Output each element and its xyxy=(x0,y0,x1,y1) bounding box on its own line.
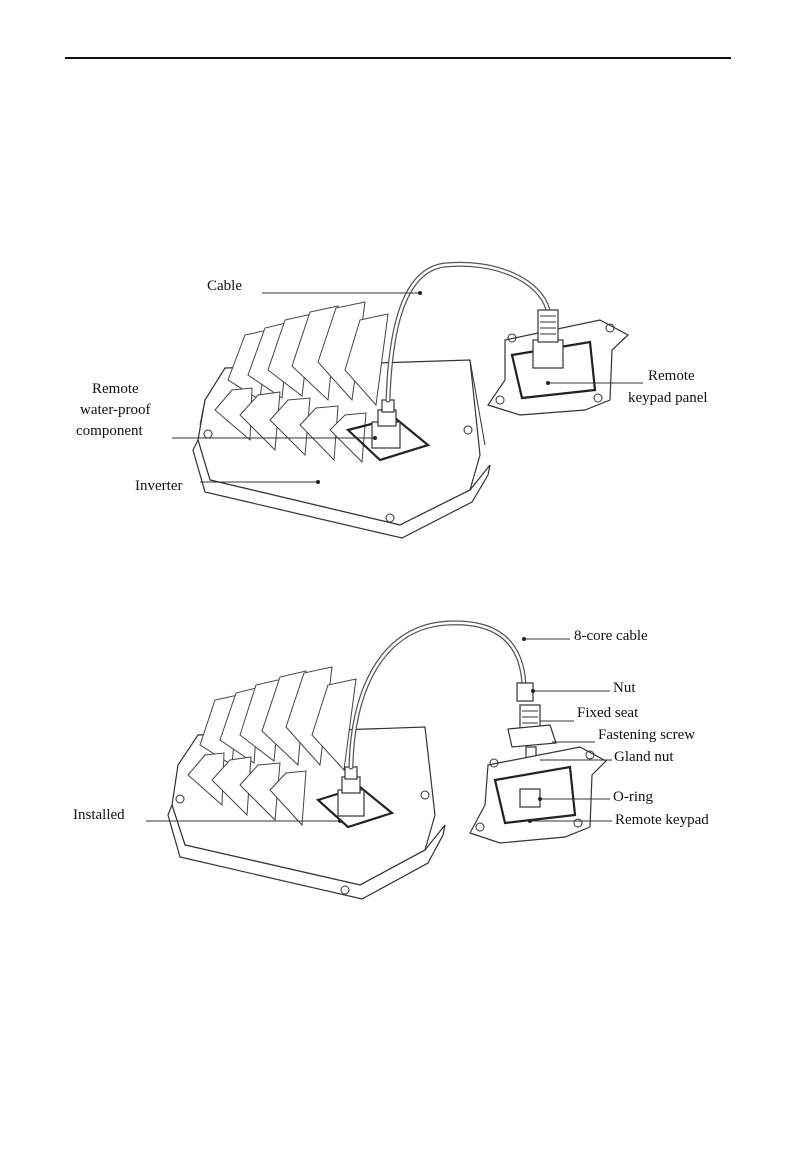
diagram-keypad-connection: Cable Remote water-proof component Inver… xyxy=(0,250,795,560)
label-keypad-line1: Remote xyxy=(648,368,695,384)
oring-part xyxy=(520,789,540,807)
inverter-illustration xyxy=(193,302,490,538)
diagram-1-canvas: Cable Remote water-proof component Inver… xyxy=(0,250,795,560)
diagram-keypad-exploded: 8-core cable Nut Fixed seat Fastening sc… xyxy=(0,605,795,930)
label-waterproof-line3: component xyxy=(76,423,143,439)
label-installed: Installed xyxy=(73,807,125,823)
gland-nut-part xyxy=(508,725,556,747)
remote-keypad-panel xyxy=(488,310,628,415)
label-8-core-cable: 8-core cable xyxy=(574,628,648,644)
label-waterproof-line2: water-proof xyxy=(80,402,151,418)
header-rule xyxy=(65,57,731,59)
label-fixed-seat: Fixed seat xyxy=(577,705,639,721)
label-fastening-screw: Fastening screw xyxy=(598,727,695,743)
label-keypad-line2: keypad panel xyxy=(628,390,708,406)
label-oring: O-ring xyxy=(613,789,653,805)
label-cable: Cable xyxy=(207,278,242,294)
label-inverter: Inverter xyxy=(135,478,182,494)
inverter-illustration-2 xyxy=(168,667,445,899)
nut-part xyxy=(517,683,533,701)
diagram-2-canvas: 8-core cable Nut Fixed seat Fastening sc… xyxy=(0,605,795,930)
label-waterproof-line1: Remote xyxy=(92,381,139,397)
remote-keypad xyxy=(470,747,606,843)
label-remote-keypad: Remote keypad xyxy=(615,812,709,828)
label-nut: Nut xyxy=(613,680,636,696)
label-gland-nut: Gland nut xyxy=(614,749,674,765)
